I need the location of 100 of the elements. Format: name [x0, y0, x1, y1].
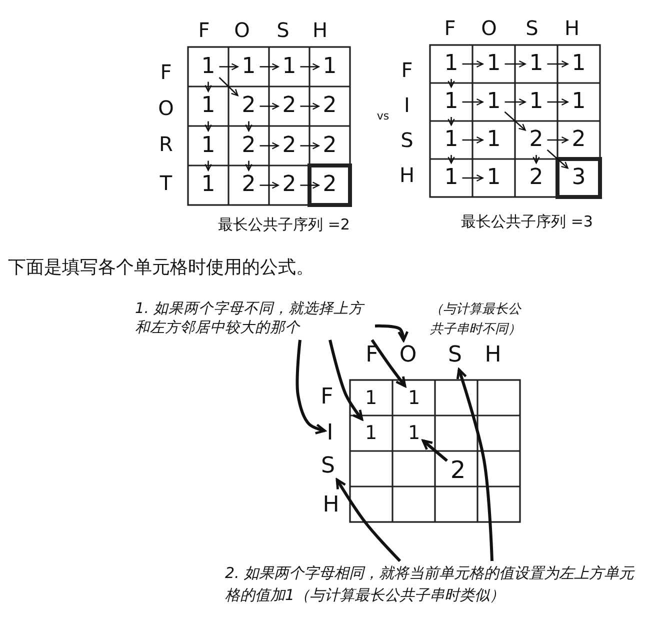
- cell-value: 2: [280, 93, 298, 120]
- cell-value: 2: [570, 127, 588, 153]
- arrow: [300, 63, 320, 70]
- header-letter: O: [234, 18, 250, 42]
- arrow: [204, 82, 212, 92]
- arrow: [300, 102, 320, 110]
- header-letter: F: [198, 18, 210, 42]
- result-caption: 最长公共子序列 =2: [218, 216, 350, 234]
- cell-value: 1: [484, 89, 503, 115]
- arrow: [448, 155, 455, 164]
- header-letter: S: [526, 16, 538, 40]
- header-letter: S: [276, 18, 290, 42]
- header-letter: H: [399, 163, 415, 187]
- arrow: [546, 149, 568, 169]
- arrow: [336, 478, 402, 562]
- arrow: [260, 182, 279, 189]
- header-letter: O: [399, 342, 417, 368]
- cell-value: 1: [484, 165, 503, 191]
- arrow: [547, 98, 568, 106]
- cell-value: 2: [527, 165, 546, 191]
- header-letter: F: [444, 16, 456, 40]
- cell-value: 1: [199, 93, 218, 120]
- arrow: [462, 136, 484, 144]
- arrow: [462, 60, 484, 68]
- cell-value: 2: [280, 132, 298, 159]
- arrow: [218, 77, 238, 96]
- cell-value: 1: [240, 54, 258, 80]
- arrow: [260, 102, 279, 110]
- cell-value: 2: [320, 132, 339, 159]
- arrow: [448, 117, 455, 126]
- cell-value: 2: [320, 93, 339, 120]
- cell-value: 1: [442, 89, 460, 115]
- cell-value: 1: [199, 54, 218, 80]
- arrow: [245, 121, 252, 132]
- cell-value: 1: [484, 51, 503, 77]
- cell-value: 2: [240, 132, 258, 159]
- arrow: [504, 60, 526, 68]
- arrow: [456, 368, 494, 562]
- header-letter: O: [481, 16, 497, 40]
- note-text: 1. 如果两个字母不同，就选择上方和左方邻居中较大的那个: [135, 300, 373, 338]
- intro-sentence: 下面是填写各个单元格时使用的公式。: [8, 256, 314, 279]
- cell-value: 2: [527, 127, 546, 153]
- header-letter: F: [160, 60, 172, 84]
- arrow: [448, 79, 455, 88]
- cell-value: 2: [449, 456, 467, 484]
- arrow: [328, 340, 364, 420]
- cell-value: 1: [484, 127, 503, 153]
- arrow: [374, 324, 408, 342]
- arrow: [547, 136, 568, 144]
- header-letter: H: [312, 18, 328, 42]
- cell-value: 2: [280, 172, 298, 198]
- arrow: [260, 142, 279, 150]
- arrow: [462, 98, 484, 106]
- cell-value: 1: [364, 386, 378, 410]
- arrow: [204, 121, 212, 132]
- arrow: [462, 174, 484, 182]
- cell-value: 1: [570, 51, 588, 77]
- cell-value: 1: [442, 127, 460, 153]
- arrow: [422, 439, 448, 462]
- result-caption: 最长公共子序列 =3: [461, 212, 593, 232]
- vs-text: vs: [376, 110, 390, 122]
- header-letter: H: [564, 16, 580, 40]
- arrow: [532, 155, 540, 164]
- arrow: [300, 142, 320, 150]
- cell-value: 2: [240, 172, 258, 198]
- cell-value: 1: [364, 421, 378, 445]
- header-letter: S: [448, 342, 462, 368]
- arrow: [245, 160, 252, 171]
- header-letter: S: [321, 454, 335, 478]
- header-letter: H: [484, 342, 502, 368]
- arrow: [219, 63, 238, 70]
- cell-value: 1: [570, 89, 588, 115]
- arrow: [547, 60, 568, 68]
- cell-value: 2: [240, 93, 258, 120]
- side-note: （与计算最长公共子串时不同）: [430, 301, 522, 338]
- cell-value: 1: [442, 165, 460, 191]
- cell-value: 1: [527, 51, 546, 77]
- arrow: [370, 339, 406, 388]
- header-letter: O: [158, 96, 174, 120]
- header-letter: S: [400, 128, 414, 152]
- note-text: 2. 如果两个字母相同，就将当前单元格的值设置为左上方单元格的值加1（与计算最长公共子串时类似）: [225, 563, 635, 606]
- cell-value: 1: [199, 172, 218, 198]
- arrow: [504, 98, 526, 106]
- arrow: [296, 340, 326, 434]
- arrow: [260, 63, 279, 70]
- arrow: [504, 111, 526, 131]
- header-letter: T: [160, 171, 172, 195]
- header-letter: I: [404, 93, 410, 117]
- cell-value: 1: [199, 132, 218, 159]
- header-letter: R: [159, 132, 173, 156]
- header-letter: F: [320, 384, 334, 410]
- header-letter: I: [326, 420, 334, 446]
- arrow: [300, 182, 320, 189]
- cell-value: 1: [407, 421, 421, 445]
- header-letter: H: [322, 492, 340, 518]
- header-letter: F: [401, 58, 413, 82]
- cell-value: 1: [280, 54, 298, 80]
- cell-value: 1: [527, 89, 546, 115]
- cell-value: 1: [407, 386, 421, 410]
- cell-value: 1: [442, 51, 460, 77]
